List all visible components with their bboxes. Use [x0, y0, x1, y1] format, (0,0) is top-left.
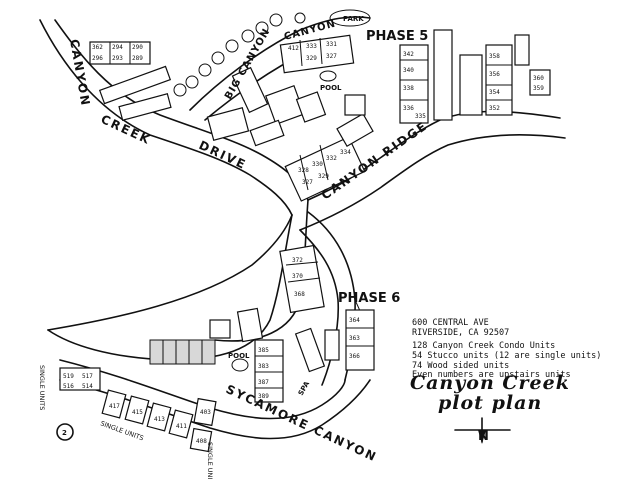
unit-number: 383: [258, 363, 269, 370]
plan-subtitle: plot plan: [438, 392, 543, 414]
road-edge: [39, 19, 293, 216]
single-units-vertical-label: SINGLE UNITS: [206, 442, 214, 479]
unit-number: 517: [82, 373, 93, 380]
unit-number: 363: [349, 335, 360, 342]
unit-number: 412: [288, 45, 299, 52]
unit-number: 389: [258, 393, 269, 400]
north-label: N: [478, 429, 489, 444]
unit-number: 364: [349, 317, 360, 324]
plan-title: Canyon Creek: [410, 372, 570, 394]
road-edge: [189, 16, 371, 111]
unit-number: 417: [109, 403, 120, 410]
address-line-1: 600 CENTRAL AVE: [412, 318, 489, 328]
gate-marker-circle: [56, 423, 74, 441]
unit-number: 411: [176, 423, 187, 430]
unit-number: 370: [292, 273, 303, 280]
unit-number: 387: [258, 379, 269, 386]
unit-number: 360: [533, 75, 544, 82]
unit-number: 289: [132, 55, 143, 62]
nw-buildings: [89, 41, 172, 121]
unit-number: 338: [403, 85, 414, 92]
ne-buildings: [399, 29, 551, 124]
unit-number: 366: [349, 353, 360, 360]
unit-number: 356: [489, 71, 500, 78]
unit-number: 403: [200, 409, 211, 416]
unit-number: 329: [318, 173, 329, 180]
sw-buildings: [59, 367, 217, 453]
unit-number: 331: [326, 41, 337, 48]
trees: [173, 12, 306, 97]
unit-number: 516: [63, 383, 74, 390]
north-arrow-icon: [454, 417, 511, 444]
spa-label: SPA: [297, 380, 312, 397]
unit-number: 359: [533, 85, 544, 92]
unit-number: 368: [294, 291, 305, 298]
unit-number: 340: [403, 67, 414, 74]
unit-number: 293: [112, 55, 123, 62]
phase6-buildings: [209, 244, 375, 373]
road-edge: [47, 214, 293, 361]
unit-number: 342: [403, 51, 414, 58]
unit-number: 354: [489, 89, 500, 96]
unit-number: 413: [154, 416, 165, 423]
info-line-1: 128 Canyon Creek Condo Units: [412, 341, 556, 351]
unit-number: 327: [326, 53, 337, 60]
park-area: [329, 9, 371, 27]
unit-number: 327: [302, 179, 313, 186]
address-line-2: RIVERSIDE, CA 92507: [412, 328, 510, 338]
gate-marker-label: 2: [62, 429, 67, 437]
pools: [231, 70, 337, 372]
unit-number: 328: [298, 167, 309, 174]
road-edge: [54, 19, 309, 201]
south-buildings: [149, 339, 284, 403]
road-edge: [47, 214, 293, 331]
north-buildings: [206, 34, 355, 147]
park-label: PARK: [343, 15, 364, 23]
unit-number: 330: [312, 161, 323, 168]
unit-numbers: 362 294 290 296 293 289 412 333 331 329 …: [63, 41, 544, 445]
unit-number: 329: [306, 55, 317, 62]
unit-number: 385: [258, 347, 269, 354]
unit-number: 332: [326, 155, 337, 162]
unit-number: 415: [132, 409, 143, 416]
info-line-3: 74 Wood sided units: [412, 361, 510, 371]
phase-5-label: PHASE 5: [366, 29, 428, 44]
info-line-2: 54 Stucco units (12 are single units): [412, 351, 602, 361]
road-edge: [299, 134, 566, 231]
unit-number: 352: [489, 105, 500, 112]
unit-number: 408: [196, 438, 207, 445]
unit-number: 519: [63, 373, 74, 380]
road-label-canyon: CANYON: [67, 38, 93, 108]
unit-number: 294: [112, 44, 123, 51]
unit-number: 514: [82, 383, 93, 390]
road-edge: [59, 359, 346, 420]
road-edge: [299, 229, 340, 386]
unit-number: 358: [489, 53, 500, 60]
center-buildings: [284, 94, 374, 202]
info-line-4: Even numbers are upstairs units: [412, 370, 571, 380]
pool-south-label: POOL: [228, 352, 250, 360]
unit-number: 290: [132, 44, 143, 51]
phase-6-label: PHASE 6: [338, 291, 400, 306]
unit-number: 335: [415, 113, 426, 120]
single-units-left-label: SINGLE UNITS: [38, 365, 46, 410]
pool-north-label: POOL: [320, 84, 342, 92]
unit-number: 334: [340, 149, 351, 156]
unit-number: 296: [92, 55, 103, 62]
road-label-drive: DRIVE: [197, 138, 249, 172]
unit-number: 372: [292, 257, 303, 264]
unit-number: 362: [92, 44, 103, 51]
unit-number: 336: [403, 105, 414, 112]
unit-number: 333: [306, 43, 317, 50]
